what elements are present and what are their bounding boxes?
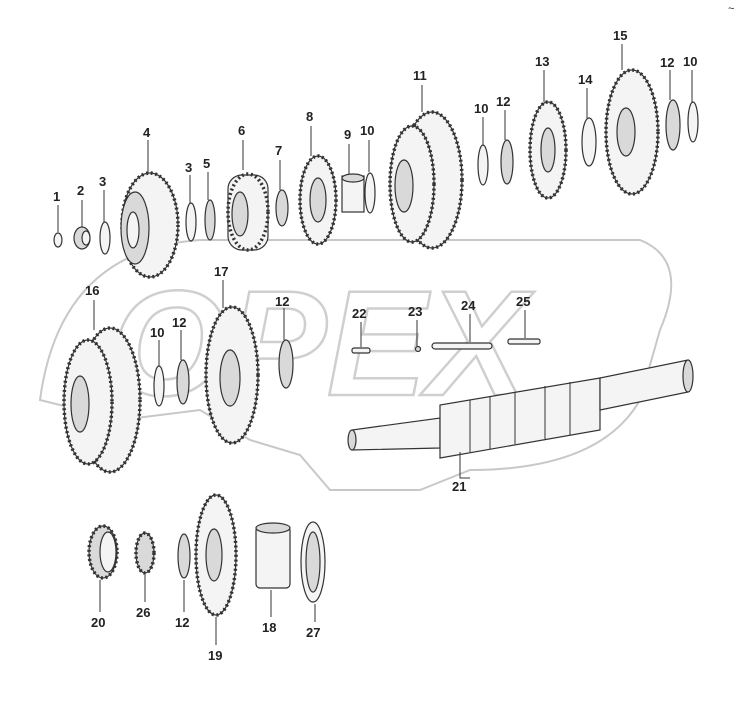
label-part-12a: 12 [496,94,510,109]
part-6-synchro-hub [226,140,270,252]
part-22-pin [351,322,371,354]
label-part-9: 9 [344,127,351,142]
part-27-ring [300,521,326,622]
part-3b-ring [185,175,197,242]
label-part-7: 7 [275,143,282,158]
part-8-gear [298,126,338,246]
part-labels: 1 2 3 3 4 5 6 7 8 9 10 10 10 10 11 12 12… [53,28,697,663]
part-21-main-shaft [347,359,694,479]
label-part-4: 4 [143,125,151,140]
part-12c-ring [176,330,190,405]
part-10-ring [364,140,376,214]
part-5-ring [204,172,216,241]
label-part-21: 21 [452,479,466,494]
label-part-18: 18 [262,620,276,635]
part-14-ring [581,88,597,167]
label-part-12c: 12 [172,315,186,330]
part-2-needle-bearing [73,200,91,250]
part-10b-ring [477,117,489,186]
part-10d-ring [153,340,165,407]
label-part-20: 20 [91,615,105,630]
part-18-sleeve [255,522,291,617]
label-part-10b: 10 [474,101,488,116]
part-19-gear [194,493,238,645]
part-24-rod [431,314,493,350]
part-25-pin [507,310,541,345]
label-part-12b: 12 [660,55,674,70]
label-part-12e: 12 [175,615,189,630]
label-part-3b: 3 [185,160,192,175]
label-part-15: 15 [613,28,627,43]
part-7-ring [275,160,289,227]
label-part-17: 17 [214,264,228,279]
label-part-13: 13 [535,54,549,69]
label-part-1: 1 [53,189,60,204]
corner-mark: ~ [728,3,734,15]
label-part-16: 16 [85,283,99,298]
part-17-gear [204,280,260,445]
part-12-ring [500,110,514,185]
label-part-27: 27 [306,625,320,640]
label-part-10a: 10 [360,123,374,138]
part-4-gear [120,140,180,279]
part-12d-ring [278,308,294,389]
part-16-double-gear [62,300,142,474]
label-part-8: 8 [306,109,313,124]
label-part-24: 24 [461,298,476,313]
part-12b-ring [665,70,681,151]
label-part-2: 2 [77,183,84,198]
label-part-10d: 10 [683,54,697,69]
part-10c-ring [687,70,699,143]
part-20-bearing [87,524,119,612]
part-23-ball [414,320,422,353]
part-3-ring [99,190,111,255]
part-11-double-gear [388,85,464,250]
label-part-25: 25 [516,294,530,309]
label-part-5: 5 [203,156,210,171]
label-part-23: 23 [408,304,422,319]
part-15-gear [604,44,660,196]
part-26-bearing [134,531,156,602]
label-part-19: 19 [208,648,222,663]
label-part-14: 14 [578,72,593,87]
part-12e-ring [177,533,191,612]
part-9-bushing [341,144,365,213]
part-1-ring [53,205,63,248]
label-part-6: 6 [238,123,245,138]
label-part-22: 22 [352,306,366,321]
label-part-10c: 10 [150,325,164,340]
label-part-3: 3 [99,174,106,189]
label-part-11: 11 [413,68,427,83]
part-13-gear [528,70,568,200]
label-part-26: 26 [136,605,150,620]
label-part-12d: 12 [275,294,289,309]
